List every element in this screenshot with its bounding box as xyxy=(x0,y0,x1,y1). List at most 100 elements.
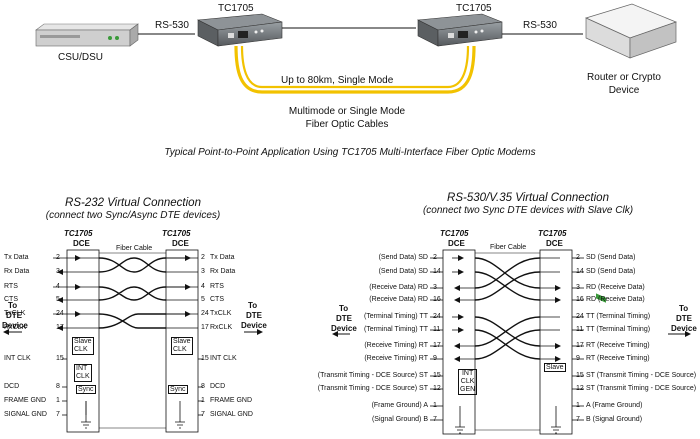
rs530-right-pin-label: RD (Receive Data) xyxy=(586,284,645,291)
rs232-right-pin-number: 15 xyxy=(201,355,209,362)
rs530-right-pin-number: 12 xyxy=(576,385,584,392)
rs232-fiber-cable-label: Fiber Cable xyxy=(116,245,153,252)
rs232-right-pin-number: 17 xyxy=(201,324,209,331)
rs530-to-dte-left-2: DTE xyxy=(336,314,352,323)
rs530-slave: Slave xyxy=(544,363,566,372)
rs232-left-pin-number: 8 xyxy=(56,383,60,390)
rs530-left-pin-number: 3 xyxy=(433,284,437,291)
rs530-to-dte-left-1: To xyxy=(339,304,349,313)
rs530-left-pin-number: 7 xyxy=(433,416,437,423)
rs232-right-pin-label: DCD xyxy=(210,383,226,390)
rs232-left-pin-number: 5 xyxy=(56,296,60,303)
rs530-right-pin-number: 15 xyxy=(576,372,584,379)
router-device xyxy=(585,3,677,303)
rs232-right-pin-label: RTS xyxy=(210,283,224,290)
rs232-left-pin-label: RxCLK xyxy=(4,324,27,331)
rs530-schematic xyxy=(442,249,573,435)
rs232-model-right: TC1705 xyxy=(162,229,191,238)
rs232-left-pin-label: FRAME GND xyxy=(4,397,46,404)
rs530-left-pin-number: 17 xyxy=(433,342,441,349)
rs530-right-pin-number: 3 xyxy=(576,284,580,291)
caption: Typical Point-to-Point Application Using… xyxy=(164,147,536,158)
rs530-to-dte-right-1: To xyxy=(679,304,689,313)
rs530-left-pin-number: 12 xyxy=(433,385,441,392)
rs232-left-pin-number: 1 xyxy=(56,397,60,404)
rs232-left-pin-label: SIGNAL GND xyxy=(4,411,47,418)
rs530-right-pin-number: 2 xyxy=(576,254,580,261)
rs530-left-pin-label: (Send Data) SD xyxy=(378,268,428,275)
rs530-fiber-cable-label: Fiber Cable xyxy=(490,244,527,251)
rs232-right-pin-label: FRAME GND xyxy=(210,397,252,404)
rs530-to-dte-left-3: Device xyxy=(331,324,357,333)
rs530-model-right: TC1705 xyxy=(538,229,567,238)
rs232-left-pin-number: 15 xyxy=(56,355,64,362)
router-label-line2: Device xyxy=(608,85,640,96)
rs530-left-pin-label: (Receive Timing) RT xyxy=(364,355,428,362)
rs232-to-dte-right-3: Device xyxy=(241,321,267,330)
rs232-right-pin-number: 8 xyxy=(201,383,205,390)
rs530-right-pin-label: SD (Send Data) xyxy=(586,268,636,275)
router-label-line1: Router or Crypto xyxy=(587,72,661,83)
rs232-sync-right: Sync xyxy=(168,385,188,394)
rs530-left-pin-number: 14 xyxy=(433,268,441,275)
rs530-right-pin-label: TT (Terminal Timing) xyxy=(586,326,651,333)
rs232-dce-right: DCE xyxy=(172,239,189,248)
rs232-right-pin-number: 3 xyxy=(201,268,205,275)
rs232-sync-left: Sync xyxy=(76,385,96,394)
rs530-left-pin-label: (Receive Data) RD xyxy=(369,284,428,291)
tc1705-left-device xyxy=(196,13,283,47)
rs530-right-pin-label: A (Frame Ground) xyxy=(586,402,643,409)
tc1705-right-label: TC1705 xyxy=(456,3,492,14)
rs530-right-pin-label: RT (Receive Timing) xyxy=(586,342,650,349)
rs232-title: RS-232 Virtual Connection xyxy=(65,197,201,209)
rs232-model-left: TC1705 xyxy=(64,229,93,238)
rs530-left-pin-label: (Frame Ground) A xyxy=(371,402,428,409)
rs232-dce-left: DCE xyxy=(73,239,90,248)
rs232-left-pin-label: Rx Data xyxy=(4,268,30,275)
rs530-left-pin-number: 15 xyxy=(433,372,441,379)
rs530-right-pin-number: 1 xyxy=(576,402,580,409)
rs530-to-dte-right-2: DTE xyxy=(676,314,692,323)
rs232-left-pin-number: 7 xyxy=(56,411,60,418)
rs232-left-pin-number: 17 xyxy=(56,324,64,331)
rs530-right-pin-label: ST (Transmit Timing - DCE Source) xyxy=(586,372,697,379)
rs232-left-pin-label: Tx Data xyxy=(4,254,29,261)
csu-dsu-label: CSU/DSU xyxy=(58,52,104,63)
rs530-model-left: TC1705 xyxy=(440,229,469,238)
tc1705-right-device xyxy=(416,13,503,47)
rs530-left-pin-number: 1 xyxy=(433,402,437,409)
rs530-right-pin-label: RT (Receive Timing) xyxy=(586,355,650,362)
rs232-left-pin-label: RTS xyxy=(4,283,18,290)
rs232-to-dte-right-2: DTE xyxy=(246,311,262,320)
rs232-left-pin-number: 4 xyxy=(56,283,60,290)
rs232-left-pin-label: TxCLK xyxy=(4,310,26,317)
rs530-left-pin-number: 9 xyxy=(433,355,437,362)
rs530-left-pin-label: (Receive Data) RD xyxy=(369,296,428,303)
rs232-left-pin-number: 24 xyxy=(56,310,64,317)
rs530-right-pin-number: 7 xyxy=(576,416,580,423)
rs530-right-pin-number: 24 xyxy=(576,313,584,320)
rs530-to-dte-right-3: Device xyxy=(671,324,697,333)
rs530-left-pin-number: 2 xyxy=(433,254,437,261)
rs232-right-pin-label: SIGNAL GND xyxy=(210,411,253,418)
rs232-to-dte-left-3: Device xyxy=(2,321,28,330)
rs530-right-pin-number: 11 xyxy=(576,326,584,333)
rs232-left-pin-number: 3 xyxy=(56,268,60,275)
rs232-left-pin-label: CTS xyxy=(4,296,18,303)
rs530-right-pin-label: ST (Transmit Timing - DCE Source) xyxy=(586,385,697,392)
rs530-right-label: RS-530 xyxy=(523,20,557,31)
cable-type-line1: Multimode or Single Mode xyxy=(288,106,406,117)
rs232-right-pin-number: 1 xyxy=(201,397,205,404)
rs530-subtitle: (connect two Sync DTE devices with Slave… xyxy=(422,205,634,216)
rs232-schematic xyxy=(66,249,199,433)
rs530-right-pin-label: B (Signal Ground) xyxy=(586,416,643,423)
rs530-left-label: RS-530 xyxy=(155,20,189,31)
fiber-optic-cable-2 xyxy=(240,45,470,89)
rs530-left-pin-label: (Terminal Timing) TT xyxy=(363,326,428,333)
rs530-dce-right: DCE xyxy=(546,239,563,248)
rs530-right-pin-label: RD (Receive Data) xyxy=(586,296,645,303)
fiber-distance-label: Up to 80km, Single Mode xyxy=(281,75,394,86)
